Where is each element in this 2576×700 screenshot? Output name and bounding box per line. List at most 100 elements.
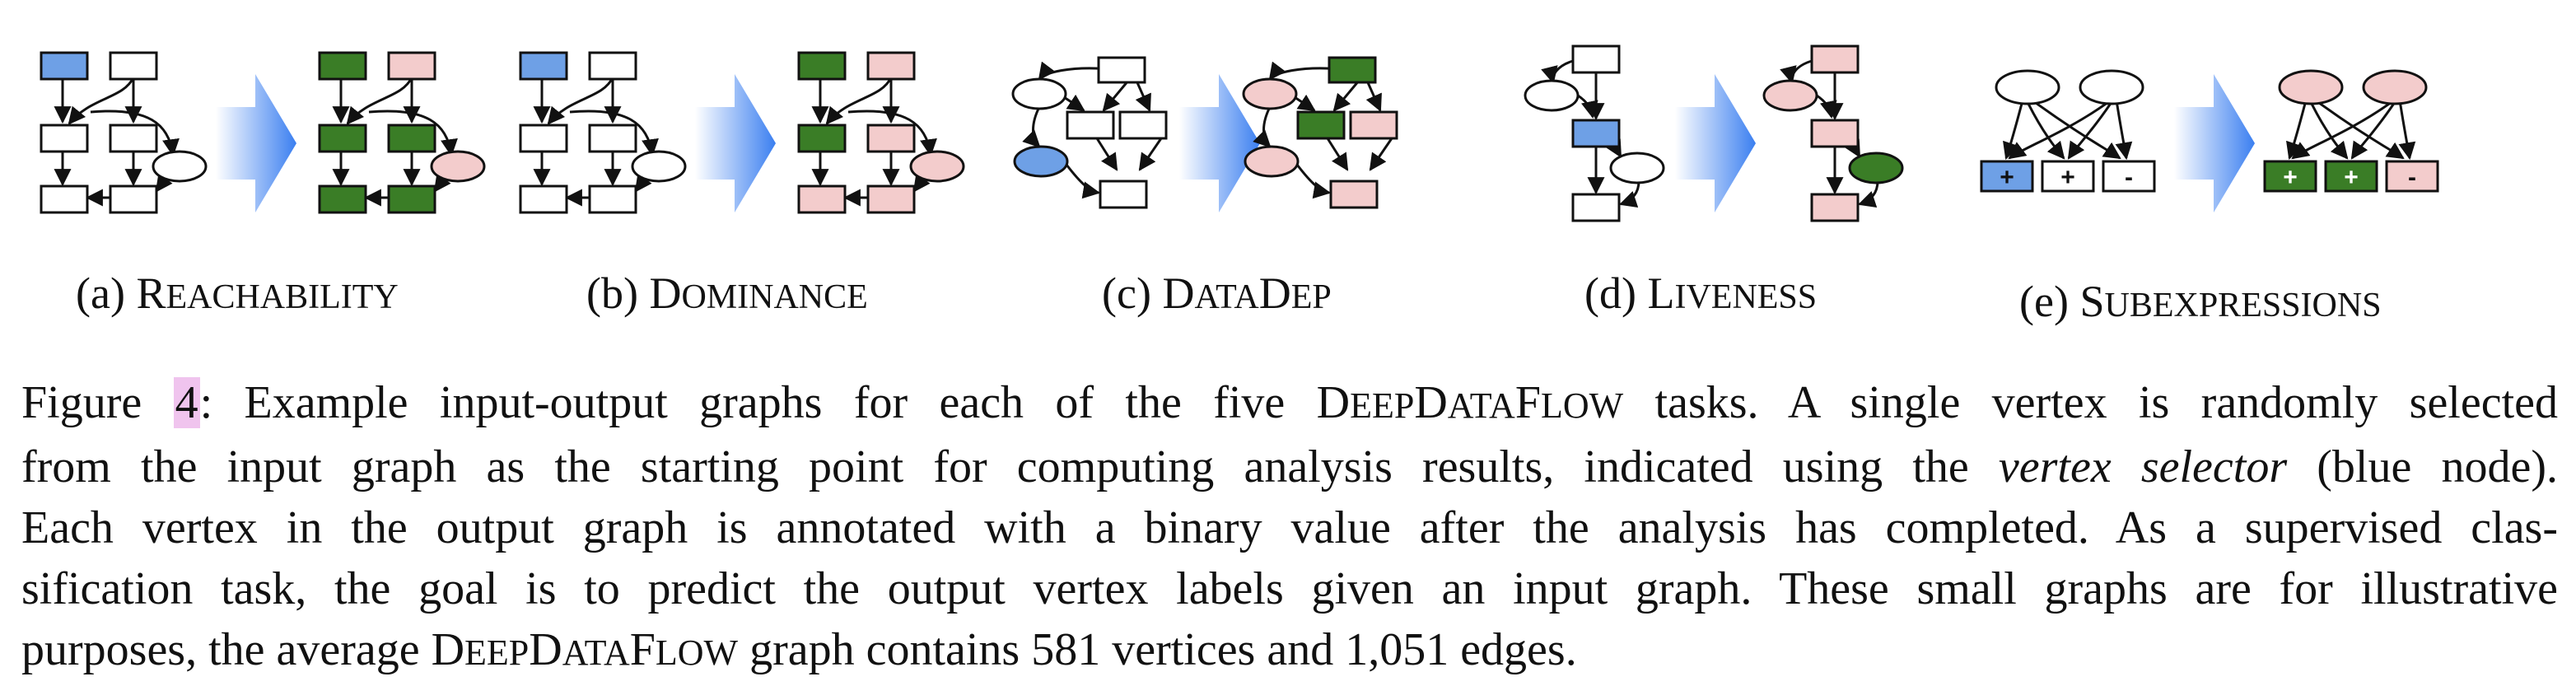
reachability-output-node-true [318,184,367,214]
caption-line-1: Figure 4: Example input-output graphs fo… [21,372,2558,436]
subexpressions-output-graph [2286,99,2416,161]
panel-c-label: (c) DATADEP [1102,268,1332,318]
reachability-output-node-false [387,51,436,81]
plus-sign: + [2344,164,2359,191]
reachability-output-graph [332,77,458,207]
datadep-output-node-false [1242,77,1298,110]
dominance-output-node-false [797,184,847,214]
subexpressions-input-node-selector [1980,160,2034,193]
datadep-input-node [1066,110,1115,140]
caption-line-4: sification task, the goal is to predict … [21,563,2558,614]
dominance-input-node [588,124,637,153]
vertex-selector-term: vertex selector [1998,441,2288,492]
dominance-input-node [519,184,568,214]
panel-d-label: (d) LIVENESS [1584,268,1817,318]
subexpressions-output-node-false [2278,69,2344,105]
reachability-input-node [109,124,158,153]
subexpressions-output-node-false [2362,69,2428,105]
plus-sign: + [2060,164,2075,191]
datadep-output-node-false [1329,180,1379,209]
figure-caption: Figure 4: Example input-output graphs fo… [21,372,2558,684]
panel-a-label: (a) REACHABILITY [76,268,399,318]
reachability-input-node [152,150,208,183]
caption-text: tasks. A single vertex is randomly selec… [1623,377,2558,428]
dominance-output-node-false [866,124,916,153]
liveness-output-node-false [1810,44,1860,74]
deepdataflow-name: DEEPDATAFLOW [431,624,739,675]
dominance-output-graph [811,77,937,207]
dominance-input-node [588,184,637,214]
caption-line-3: Each vertex in the output graph is annot… [21,502,2558,553]
datadep-input-node [1099,180,1148,209]
subexpressions-input-node [2102,160,2156,193]
subexpressions-input-node [2041,160,2095,193]
dominance-input-node [519,124,568,153]
panel-b-dominance: (b) DOMINANCE [519,51,965,318]
panel-e-label: (e) SUBEXPRESSIONS [2019,277,2382,326]
dominance-output-node-true [797,51,847,81]
dominance-output-node-false [866,51,916,81]
datadep-output-node-false [1349,110,1398,140]
liveness-input-node [1571,193,1621,222]
subexpressions-input-node [1995,69,2060,105]
dominance-output-node-false [909,150,965,183]
minus-sign: - [2125,164,2133,191]
panel-c-datadep: (c) DATADEP [1011,56,1398,318]
reachability-output-node-false [430,150,486,183]
reachability-output-node-true [387,184,436,214]
figure-label: Figure [21,377,174,428]
reachability-output-node-true [318,51,367,81]
reachability-input-node-selector [40,51,89,81]
liveness-output-node-false [1810,193,1860,222]
transform-arrow [216,74,296,212]
deepdataflow-name: DEEPDATAFLOW [1316,377,1624,428]
caption-text: : Example input-output graphs for each o… [199,377,1317,428]
reachability-input-node [109,51,158,81]
panel-e-subexpressions: + + - + + - (e) SUBEXPRESSIONS [1980,69,2439,326]
liveness-output-node-false [1762,79,1818,112]
liveness-input-node-selector [1571,119,1621,148]
datadep-input-node-selector [1013,145,1069,178]
figure-number-link[interactable]: 4 [173,377,200,428]
subexpressions-output-node-false [2385,160,2439,193]
datadep-output-node-false [1244,145,1300,178]
reachability-input-node [40,124,89,153]
subexpressions-input-node [2079,69,2144,105]
reachability-input-node [40,184,89,214]
datadep-input-node [1118,110,1168,140]
datadep-input-node [1097,56,1146,84]
plus-sign: + [2283,164,2298,191]
dominance-output-node-true [797,124,847,153]
dominance-output-node-false [866,184,916,214]
caption-line-2: from the input graph as the starting poi… [21,441,2558,492]
dominance-input-node [631,150,687,183]
datadep-output-node-true [1296,110,1346,140]
liveness-input-node [1571,44,1621,74]
caption-line-5: purposes, the average DEEPDATAFLOW graph… [21,624,1577,675]
liveness-input-node [1524,79,1580,112]
panel-d-liveness: (d) LIVENESS [1524,44,1904,318]
reachability-input-graph [54,77,180,207]
panel-a-reachability: (a) REACHABILITY [40,51,486,318]
transform-arrow [1675,74,1756,212]
minus-sign: - [2408,164,2416,191]
dominance-input-node-selector [519,51,568,81]
reachability-input-node [109,184,158,214]
subexpressions-output-node-true [2263,160,2317,193]
subexpressions-output-node-true [2324,160,2378,193]
dominance-input-node [588,51,637,81]
datadep-output-graph [1253,61,1393,199]
datadep-output-node-true [1328,56,1377,84]
subexpressions-input-graph [2003,99,2133,161]
datadep-input-node [1011,77,1067,110]
panel-b-label: (b) DOMINANCE [586,268,868,318]
transform-arrow [695,74,776,212]
transform-arrow [2174,74,2255,212]
dominance-input-graph [533,77,659,207]
transform-arrow [1179,74,1260,212]
reachability-output-node-true [387,124,436,153]
reachability-output-node-true [318,124,367,153]
liveness-output-node-true [1848,152,1904,184]
liveness-output-node-false [1810,119,1860,148]
